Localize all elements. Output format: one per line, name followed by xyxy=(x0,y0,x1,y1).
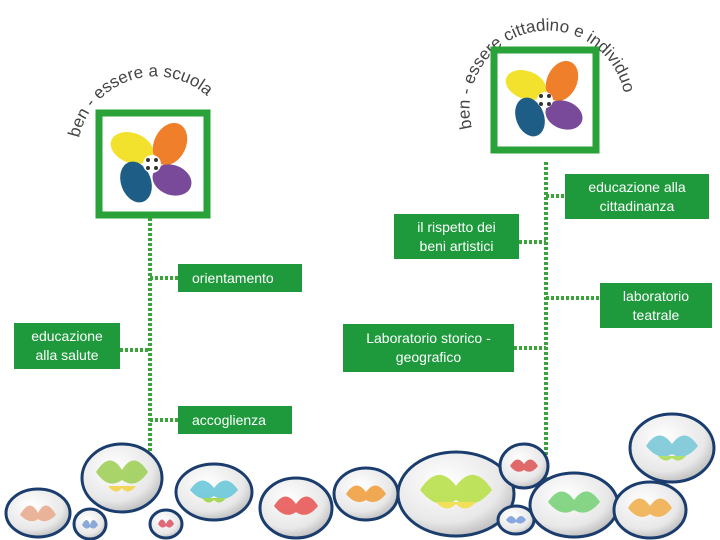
four-petal-logo-icon xyxy=(95,109,211,219)
painted-butterfly-stone-icon xyxy=(174,462,254,522)
painted-butterfly-stone-icon xyxy=(396,450,516,538)
painted-butterfly-stone-icon xyxy=(258,476,334,540)
painted-butterfly-stone-icon xyxy=(528,471,620,539)
painted-butterfly-stone-icon xyxy=(148,508,184,540)
box-accoglienza: accoglienza xyxy=(178,406,292,434)
box-laboratorio-storico: Laboratorio storico -geografico xyxy=(343,324,514,372)
box-orientamento: orientamento xyxy=(178,264,302,292)
painted-butterfly-stone-icon xyxy=(496,504,536,536)
painted-butterfly-stone-icon xyxy=(72,507,108,540)
painted-butterfly-stone-icon xyxy=(498,442,550,490)
painted-butterfly-stone-icon xyxy=(4,487,72,539)
painted-butterfly-stone-icon xyxy=(80,442,164,514)
painted-butterfly-stone-icon xyxy=(612,480,688,540)
painted-butterfly-stone-icon xyxy=(628,412,716,484)
painted-butterfly-stone-icon xyxy=(332,466,400,522)
four-petal-logo-icon xyxy=(490,46,600,154)
